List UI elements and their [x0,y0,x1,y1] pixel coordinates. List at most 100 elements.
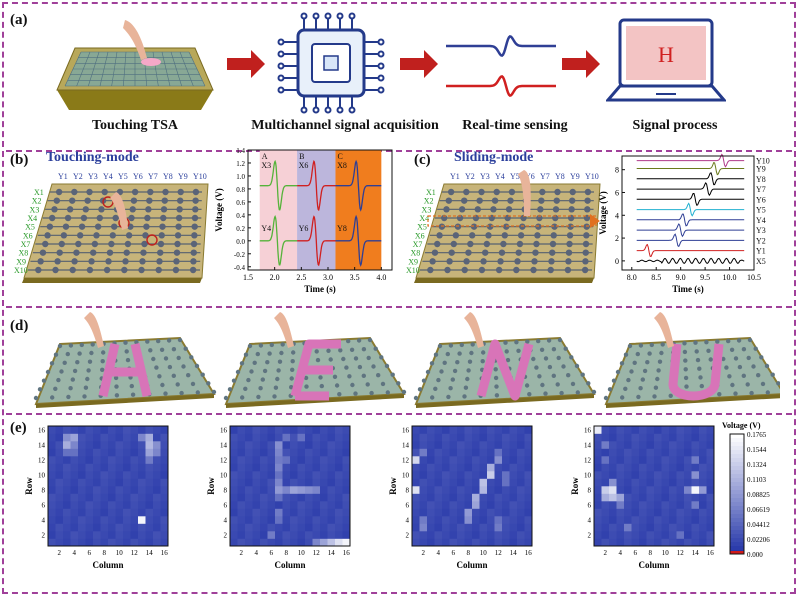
sensor-node [501,232,509,239]
heat-cell [699,486,707,494]
heat-cell [85,478,94,487]
heat-cell [115,463,124,472]
sensor-node [192,197,199,204]
sensor-node [693,340,698,345]
heat-cell [267,501,276,509]
heat-cell [115,441,124,449]
heat-cell [639,493,647,502]
heat-cell [138,486,146,494]
heat-cell [616,478,625,487]
sensor-node [557,337,563,343]
sensor-node [657,359,663,364]
heat-cell [123,531,131,539]
heat-cell [517,501,525,509]
sensor-node [125,357,131,363]
sensor-node [396,381,401,386]
heat-cell [275,531,283,539]
sensor-node [173,258,180,265]
sensor-node [559,390,564,396]
x-tick-label: 3.0 [323,273,333,282]
sensor-node [160,214,167,222]
sensor-node [446,258,453,265]
heat-cell [252,448,261,457]
heat-cell [93,508,101,517]
heat-cell [472,426,480,434]
heat-cell [509,456,518,464]
heat-cell [115,516,124,524]
sensor-node [42,240,49,248]
sensor-node [90,249,97,256]
heat-cell [464,478,473,487]
heat-cell [320,471,328,479]
sensor-node [64,214,72,222]
heat-cell [245,516,253,524]
sensor-node [275,376,280,382]
heat-cell [138,538,146,547]
heat-cell [472,448,480,457]
heat-cell [282,478,291,487]
heat-cell [290,426,298,434]
heat-cell [252,441,261,449]
sensor-node [582,249,589,256]
series-label: Y8 [756,175,766,184]
heat-cell [130,486,139,494]
sensor-node [37,258,44,265]
sensor-node [485,232,492,239]
heat-cell [616,471,625,479]
heat-cell [494,448,503,457]
sensor-node [357,364,363,370]
heat-cell [245,441,253,449]
y-channel-label: Y6 [525,172,535,181]
sensor-node [530,266,537,274]
heat-cell [616,501,625,509]
heat-cell [699,478,707,487]
heat-cell [130,448,139,457]
sensor-node [629,369,634,374]
heat-cell [479,441,488,449]
heat-cell [616,433,625,442]
heat-cell [502,433,510,442]
heat-cell [342,433,351,442]
x-tick-label: 4 [437,549,441,557]
heat-cell [78,531,86,539]
heat-cell [342,538,351,547]
x-tick-label: 12 [313,549,321,557]
heat-cell [699,433,707,442]
heat-cell [290,531,298,539]
colorbar-tick-label: 0.1324 [747,461,767,469]
step-caption-2: Multichannel signal acquisition [251,118,439,133]
heat-cell [639,463,647,472]
heat-cell [85,441,94,449]
heat-cell [509,516,518,524]
sensor-node [468,232,476,239]
y-tick-label: 8 [406,486,410,494]
colorbar-step [730,454,744,459]
sensor-node [62,360,67,365]
heat-cell [457,523,465,532]
signal-line [636,172,745,186]
sensor-node [247,343,253,349]
heat-cell [616,516,625,524]
heat-cell [160,508,169,517]
heat-cell [335,531,343,539]
sensor-node [539,347,545,352]
heat-cell [70,523,79,532]
sensor-node [186,373,191,378]
heat-cell [479,516,488,524]
heat-cell [494,486,503,494]
heat-cell [237,478,246,487]
heat-cell [661,426,670,434]
heat-cell [661,448,670,457]
heat-cell [639,523,647,532]
heat-cell [275,456,283,464]
heat-cell [631,531,640,539]
channel-label: X3 [261,161,271,170]
heat-cell [624,478,632,487]
heat-cell [646,508,655,517]
sensor-node [465,376,470,382]
sensor-node [45,369,51,375]
heat-cell [412,523,420,532]
heat-cell [669,538,677,547]
heat-cell [290,433,298,442]
heat-cell [457,516,465,524]
